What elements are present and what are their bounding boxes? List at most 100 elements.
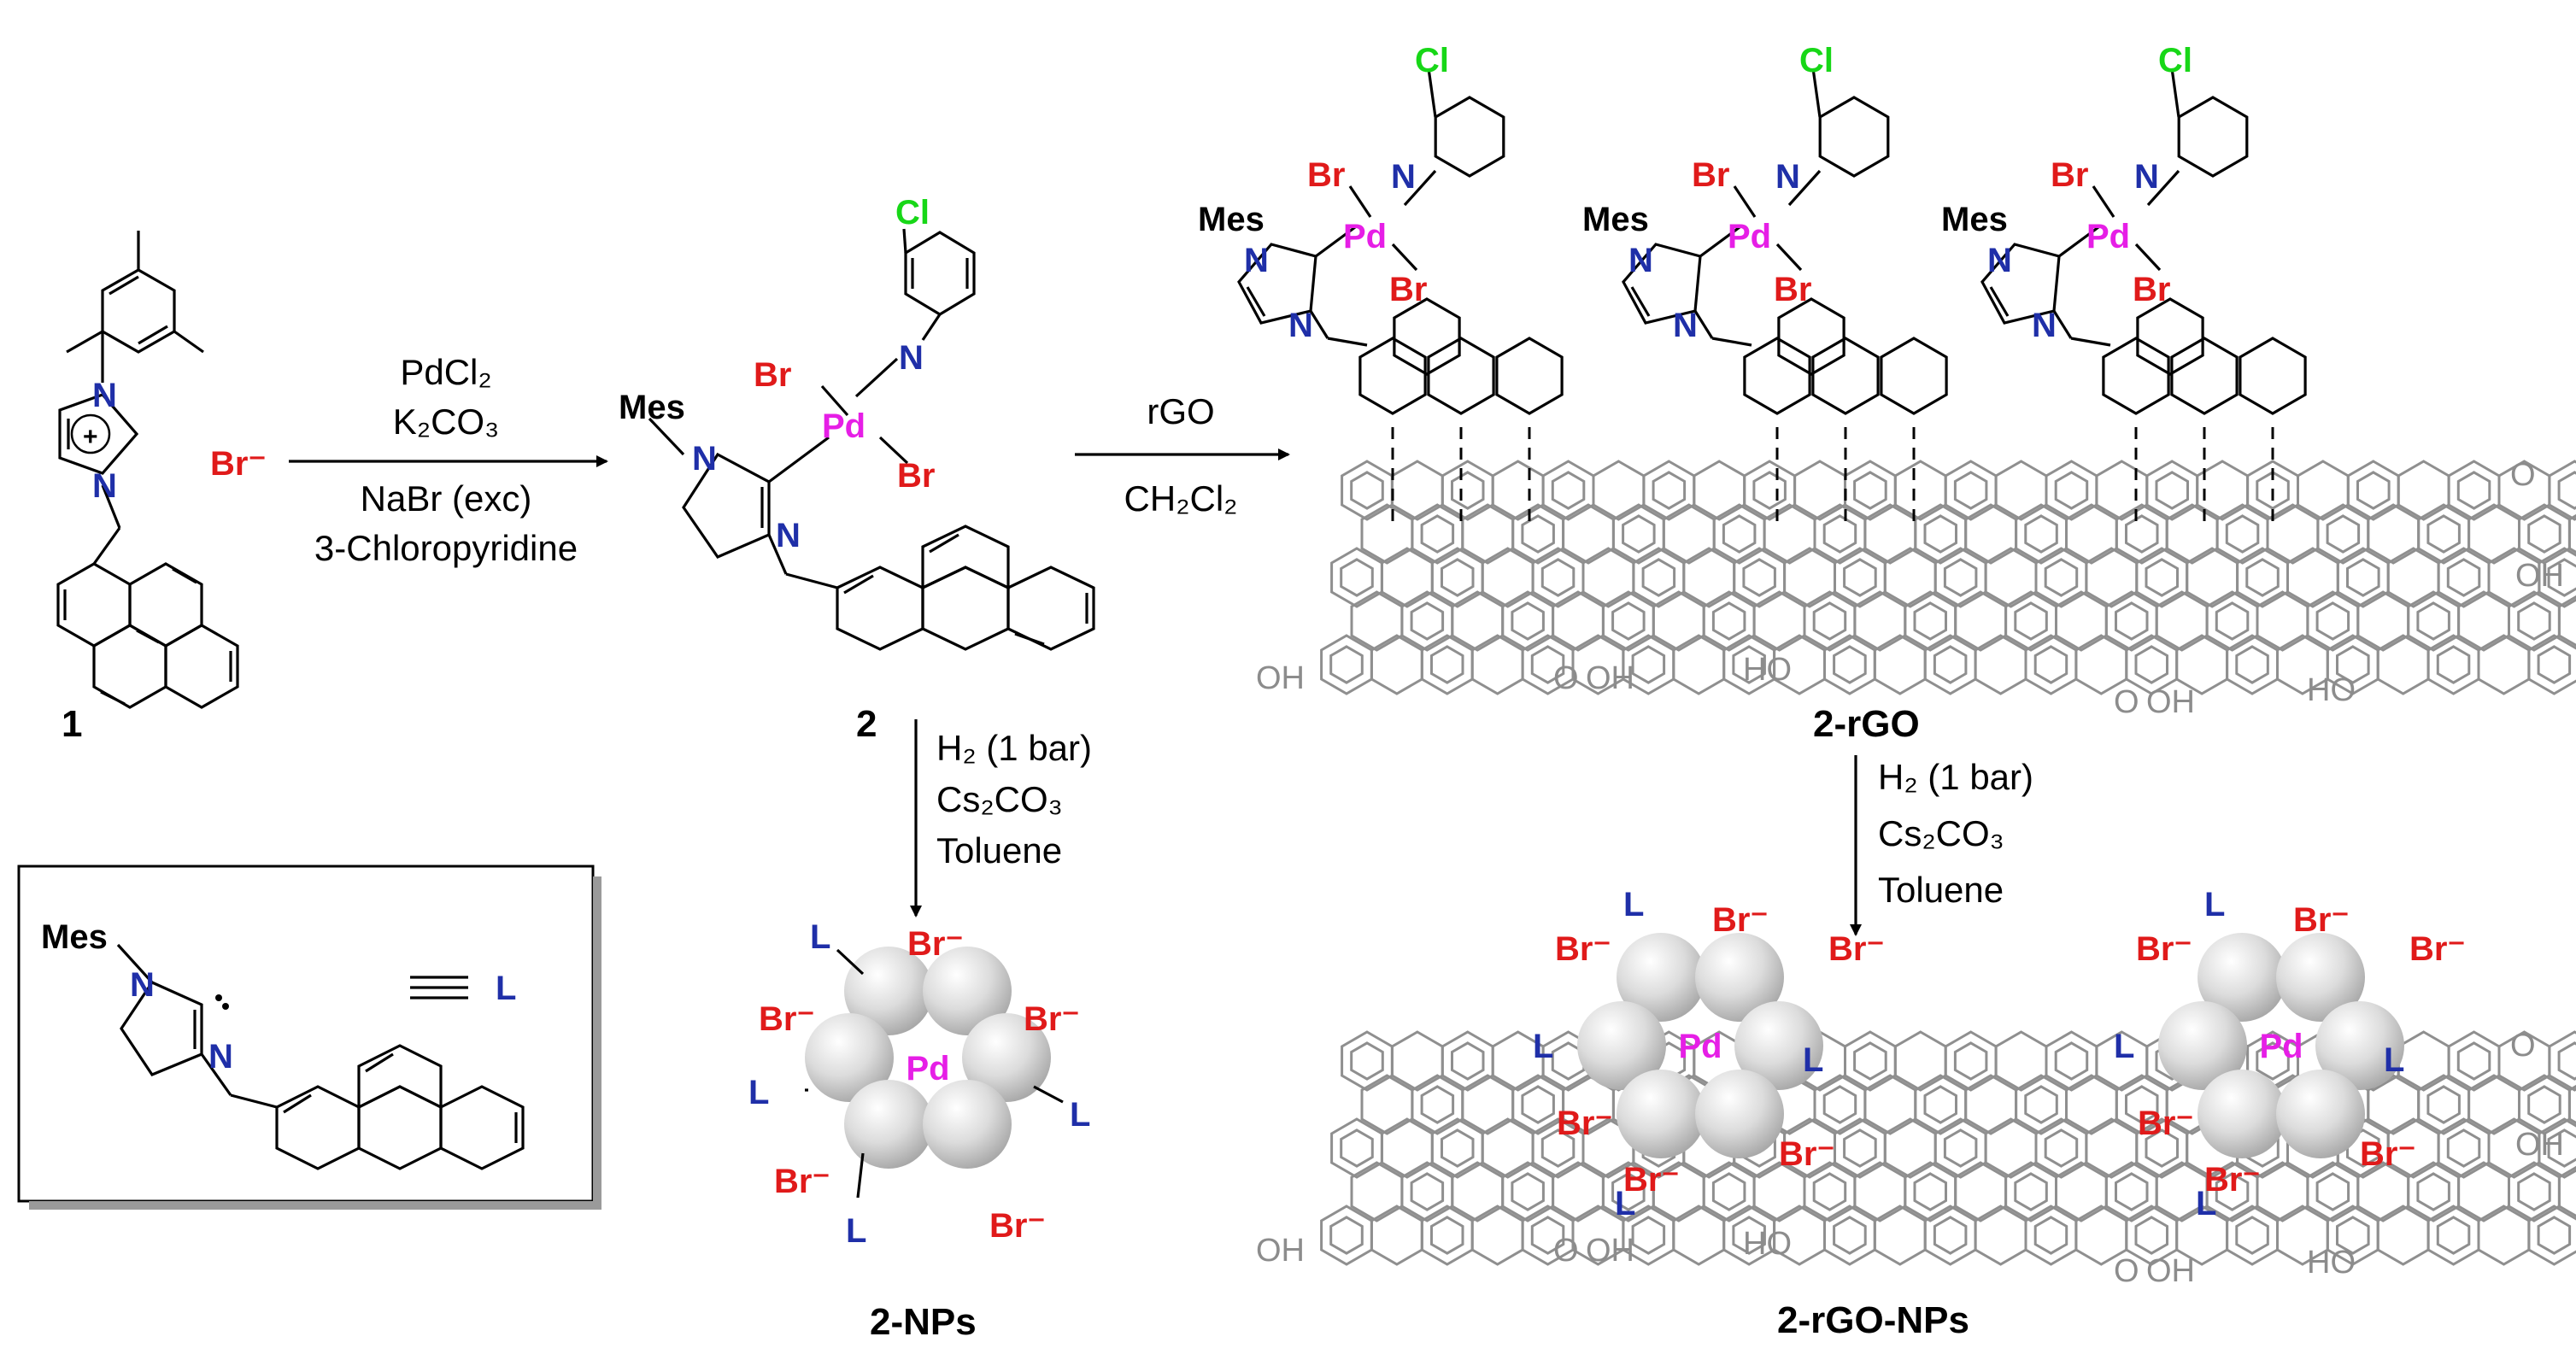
pyridine-ring bbox=[2177, 96, 2249, 178]
graphene-ring bbox=[1904, 590, 1957, 652]
ligand-l: L bbox=[1623, 886, 1644, 923]
graphene-ring bbox=[1994, 460, 2048, 521]
oh-group: OH bbox=[2146, 1253, 2195, 1289]
graphene-ring bbox=[1360, 1074, 1414, 1135]
graphene-ring bbox=[1652, 590, 1705, 652]
graphene-ring bbox=[2165, 503, 2219, 565]
oh-group: OH bbox=[1256, 660, 1305, 696]
ligand-l: L bbox=[810, 918, 830, 956]
bromide: Br⁻ bbox=[1779, 1135, 1835, 1173]
compound-label-2-nps: 2-NPs bbox=[870, 1301, 977, 1343]
graphene-inner-bond bbox=[1521, 1085, 1555, 1124]
graphene-inner-bond bbox=[1652, 471, 1687, 510]
graphene-ring bbox=[1702, 1161, 1756, 1222]
graphene-ring bbox=[2316, 503, 2370, 565]
graphene-ring bbox=[1873, 1205, 1927, 1266]
atom-pd: Pd bbox=[1678, 1028, 1722, 1065]
graphene-ring bbox=[2376, 1205, 2430, 1266]
graphene-inner-bond bbox=[1641, 558, 1676, 597]
graphene-ring bbox=[2477, 1205, 2531, 1266]
graphene-inner-bond bbox=[1853, 471, 1887, 510]
bromide: Br⁻ bbox=[774, 1163, 830, 1200]
condition-step4: H₂ (1 bar) bbox=[1878, 757, 2033, 797]
graphene-ring bbox=[2508, 590, 2561, 652]
atom-br: Br bbox=[1389, 271, 1427, 308]
ligand-legend: Mes N N L bbox=[17, 865, 601, 1210]
atom-n: N bbox=[1628, 242, 1653, 279]
graphene-ring bbox=[1712, 503, 1766, 565]
graphene-ring bbox=[1933, 547, 1987, 608]
graphene-ring bbox=[1461, 503, 1515, 565]
graphene-ring bbox=[2407, 590, 2461, 652]
graphene-ring bbox=[1320, 1205, 1373, 1266]
graphene-inner-bond bbox=[1923, 514, 1957, 554]
graphene-ring bbox=[1834, 547, 1887, 608]
rgo-top-groups: OH O OH HO O OH HO O OH bbox=[1256, 457, 2564, 720]
graphene-ring bbox=[2437, 1117, 2491, 1179]
bromide: Br⁻ bbox=[907, 925, 964, 963]
c-cl-bond bbox=[2170, 67, 2180, 118]
graphene-ring bbox=[1974, 1205, 2027, 1266]
graphene-ring bbox=[2085, 1117, 2139, 1179]
atom-n: N bbox=[1391, 158, 1416, 196]
graphene-inner-bond bbox=[2235, 1216, 2269, 1255]
arrow-step-3: H₂ (1 bar) Cs₂CO₃ Toluene bbox=[910, 719, 1092, 917]
graphene-inner-bond bbox=[2346, 558, 2380, 597]
graphene-ring bbox=[2397, 1030, 2450, 1092]
graphene-inner-bond bbox=[2145, 1128, 2179, 1168]
graphene-inner-bond bbox=[1732, 1216, 1766, 1255]
graphene-ring bbox=[1984, 547, 2038, 608]
bromide: Br⁻ bbox=[1555, 930, 1611, 968]
pyrene-ring bbox=[1393, 297, 1461, 376]
graphene-ring bbox=[2266, 503, 2320, 565]
nanoparticle-2-nps: Pd L L L L Br⁻ Br⁻ Br⁻ Br⁻ Br⁻ 2-NPs bbox=[748, 918, 1090, 1343]
imidazole-double-bond bbox=[1989, 286, 2010, 317]
mes-group: Mes bbox=[1582, 201, 1649, 238]
pyrene-ring bbox=[1743, 337, 1811, 415]
graphene-inner-bond bbox=[2245, 558, 2280, 597]
pd-sphere bbox=[1734, 1001, 1823, 1090]
graphene-ring bbox=[1733, 547, 1787, 608]
graphene-ring bbox=[1611, 503, 1665, 565]
graphene-inner-bond bbox=[1843, 1128, 1877, 1168]
graphene-ring bbox=[1844, 460, 1897, 521]
graphene-inner-bond bbox=[1430, 645, 1464, 684]
graphene-ring bbox=[1783, 547, 1836, 608]
condition-step1: K₂CO₃ bbox=[393, 402, 499, 442]
atom-pd: Pd bbox=[2259, 1028, 2303, 1065]
pd-sphere bbox=[1695, 1070, 1784, 1158]
pyrene-ring bbox=[1495, 337, 1564, 415]
oh-group: OH bbox=[2515, 1127, 2564, 1163]
graphene-inner-bond bbox=[1329, 645, 1364, 684]
graphene-inner-bond bbox=[1350, 471, 1384, 510]
graphene-inner-bond bbox=[2225, 514, 2260, 554]
graphene-inner-bond bbox=[2044, 1128, 2079, 1168]
compound-2: Cl N Br Pd Br Mes N N 2 bbox=[619, 194, 1095, 745]
ch2-bond bbox=[1309, 310, 1329, 339]
graphene-ring bbox=[2104, 1161, 2158, 1222]
graphene-inner-bond bbox=[2014, 1172, 2048, 1211]
graphene-inner-bond bbox=[2537, 1216, 2572, 1255]
pd-sphere bbox=[844, 1080, 933, 1169]
graphene-ring bbox=[1411, 503, 1464, 565]
graphene-inner-bond bbox=[1530, 645, 1565, 684]
graphene-ring bbox=[2447, 460, 2501, 521]
pd-sphere bbox=[1695, 933, 1784, 1022]
atom-n: N bbox=[208, 1038, 233, 1076]
graphene-ring bbox=[2286, 547, 2339, 608]
graphene-inner-bond bbox=[1350, 1041, 1384, 1081]
graphene-ring bbox=[2115, 503, 2168, 565]
graphene-inner-bond bbox=[2024, 1085, 2058, 1124]
graphene-inner-bond bbox=[1953, 471, 1988, 510]
graphene-ring bbox=[1883, 547, 1937, 608]
graphene-ring bbox=[2557, 1165, 2576, 1218]
graphene-ring bbox=[2477, 634, 2531, 695]
graphene-ring bbox=[2397, 460, 2450, 521]
pd-sphere bbox=[2198, 1070, 2286, 1158]
graphene-inner-bond bbox=[2256, 471, 2290, 510]
graphene-inner-bond bbox=[1923, 1085, 1957, 1124]
pyrene-ring bbox=[2136, 297, 2204, 376]
condition-step1: PdCl₂ bbox=[400, 352, 491, 392]
